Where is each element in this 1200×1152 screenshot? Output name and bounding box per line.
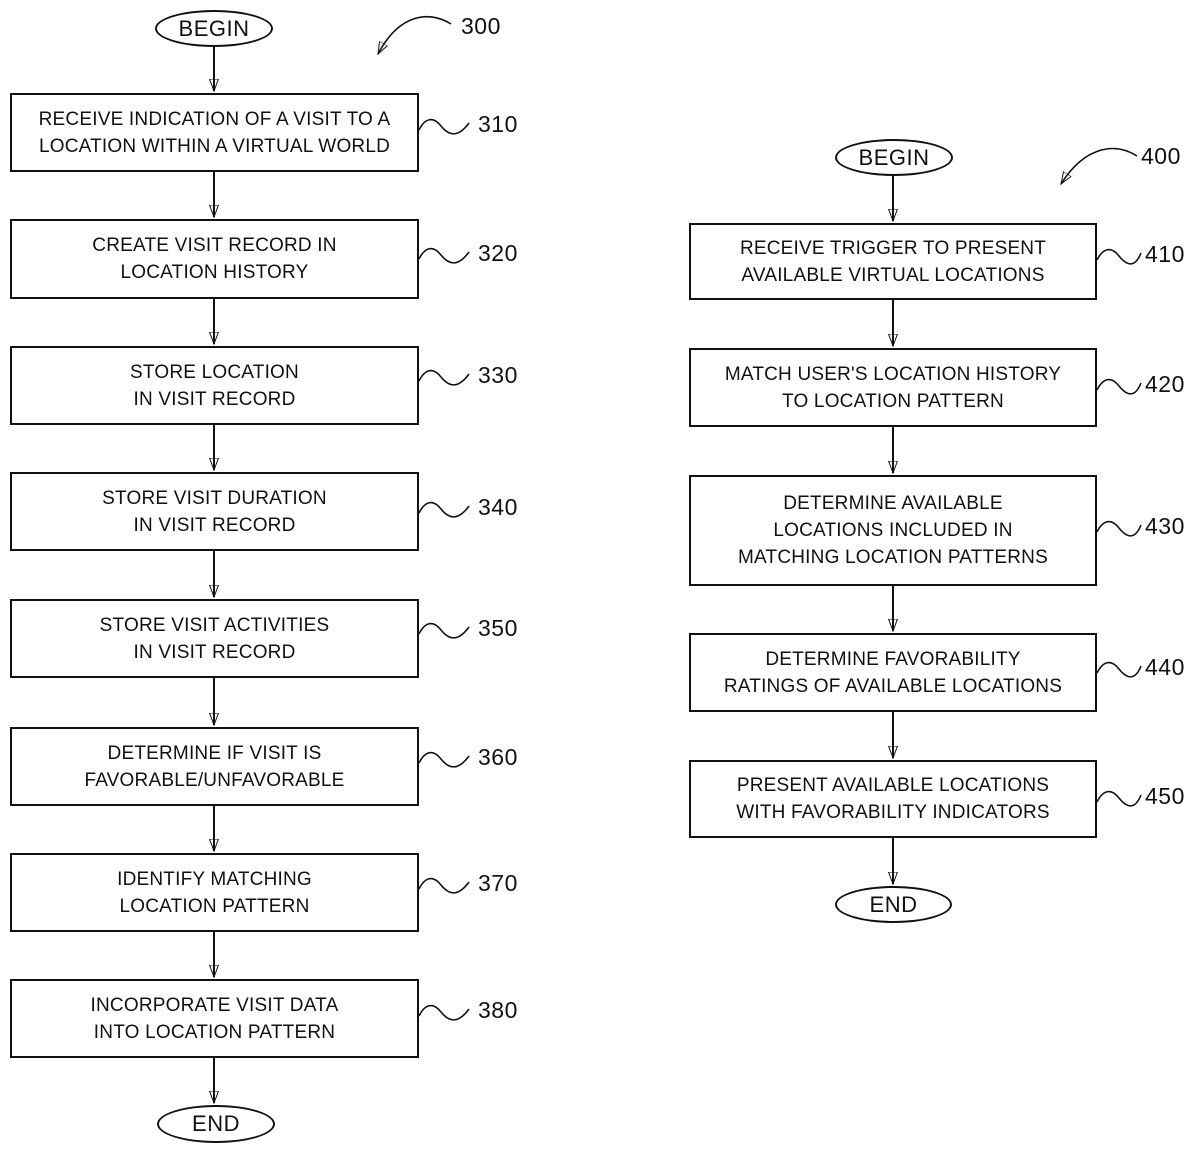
step-text-360: DETERMINE IF VISIT IS FAVORABLE/UNFAVORA… [84,742,345,791]
step-text-370: IDENTIFY MATCHING LOCATION PATTERN [117,868,312,917]
begin-node-400: BEGIN [835,139,953,176]
step-text-410: RECEIVE TRIGGER TO PRESENT AVAILABLE VIR… [739,237,1047,286]
squiggle-420 [1096,378,1142,395]
ref-label-430: 430 [1145,513,1185,539]
ref-label-440: 440 [1145,654,1185,680]
end-node-400: END [835,886,952,923]
step-box-430: DETERMINE AVAILABLE LOCATIONS INCLUDED I… [689,475,1097,586]
step-box-450: PRESENT AVAILABLE LOCATIONS WITH FAVORAB… [689,760,1097,838]
squiggle-310 [418,118,470,135]
step-text-330: STORE LOCATION IN VISIT RECORD [130,361,299,410]
ref-label-340: 340 [478,494,518,520]
step-text-450: PRESENT AVAILABLE LOCATIONS WITH FAVORAB… [736,775,1050,823]
step-box-350: STORE VISIT ACTIVITIES IN VISIT RECORD [10,599,419,678]
step-text-430: DETERMINE AVAILABLE LOCATIONS INCLUDED I… [738,493,1048,568]
leader-arrow-400 [1061,147,1138,184]
end-label-300: END [192,1111,240,1136]
step-text-420: MATCH USER'S LOCATION HISTORY TO LOCATIO… [724,363,1062,412]
squiggle-350 [418,622,470,639]
step-text-380: INCORPORATE VISIT DATA INTO LOCATION PAT… [90,994,339,1043]
step-box-340: STORE VISIT DURATION IN VISIT RECORD [10,472,419,551]
figure-ref-label-300: 300 [461,13,501,39]
step-text-440: DETERMINE FAVORABILITY RATINGS OF AVAILA… [723,648,1063,697]
step-box-370: IDENTIFY MATCHING LOCATION PATTERN [10,853,419,932]
step-box-320: CREATE VISIT RECORD IN LOCATION HISTORY [10,219,419,299]
step-text-320: CREATE VISIT RECORD IN LOCATION HISTORY [92,235,337,283]
step-box-440: DETERMINE FAVORABILITY RATINGS OF AVAILA… [689,633,1097,712]
figure-ref-label-400: 400 [1141,143,1181,169]
ref-label-320: 320 [478,240,518,266]
ref-label-380: 380 [478,997,518,1023]
begin-label-300: BEGIN [178,15,250,41]
step-text-350: STORE VISIT ACTIVITIES IN VISIT RECORD [99,614,330,663]
squiggle-360 [418,751,470,768]
begin-label-400: BEGIN [858,144,930,170]
squiggle-340 [418,501,470,518]
ref-label-360: 360 [478,744,518,770]
step-box-420: MATCH USER'S LOCATION HISTORY TO LOCATIO… [689,348,1097,427]
step-box-330: STORE LOCATION IN VISIT RECORD [10,346,419,425]
ref-label-420: 420 [1145,371,1185,397]
squiggle-410 [1096,248,1142,265]
leader-arrow-300 [377,15,452,54]
ref-label-330: 330 [478,362,518,388]
squiggle-320 [418,247,470,264]
ref-label-310: 310 [478,111,518,137]
end-node-300: END [157,1105,275,1143]
step-box-360: DETERMINE IF VISIT IS FAVORABLE/UNFAVORA… [10,727,419,806]
squiggle-380 [418,1004,470,1021]
squiggle-370 [418,877,470,894]
step-box-310: RECEIVE INDICATION OF A VISIT TO A LOCAT… [10,93,419,172]
ref-label-450: 450 [1145,783,1185,809]
ref-label-370: 370 [478,870,518,896]
end-label-400: END [869,891,918,917]
squiggle-330 [418,369,470,386]
begin-node-300: BEGIN [155,10,273,47]
step-box-410: RECEIVE TRIGGER TO PRESENT AVAILABLE VIR… [689,223,1097,300]
step-text-310: RECEIVE INDICATION OF A VISIT TO A LOCAT… [38,108,391,157]
step-text-340: STORE VISIT DURATION IN VISIT RECORD [102,487,327,536]
squiggle-430 [1096,520,1142,537]
ref-label-410: 410 [1145,241,1185,267]
step-box-380: INCORPORATE VISIT DATA INTO LOCATION PAT… [10,979,419,1058]
squiggle-450 [1096,790,1142,807]
ref-label-350: 350 [478,615,518,641]
squiggle-440 [1096,661,1142,678]
